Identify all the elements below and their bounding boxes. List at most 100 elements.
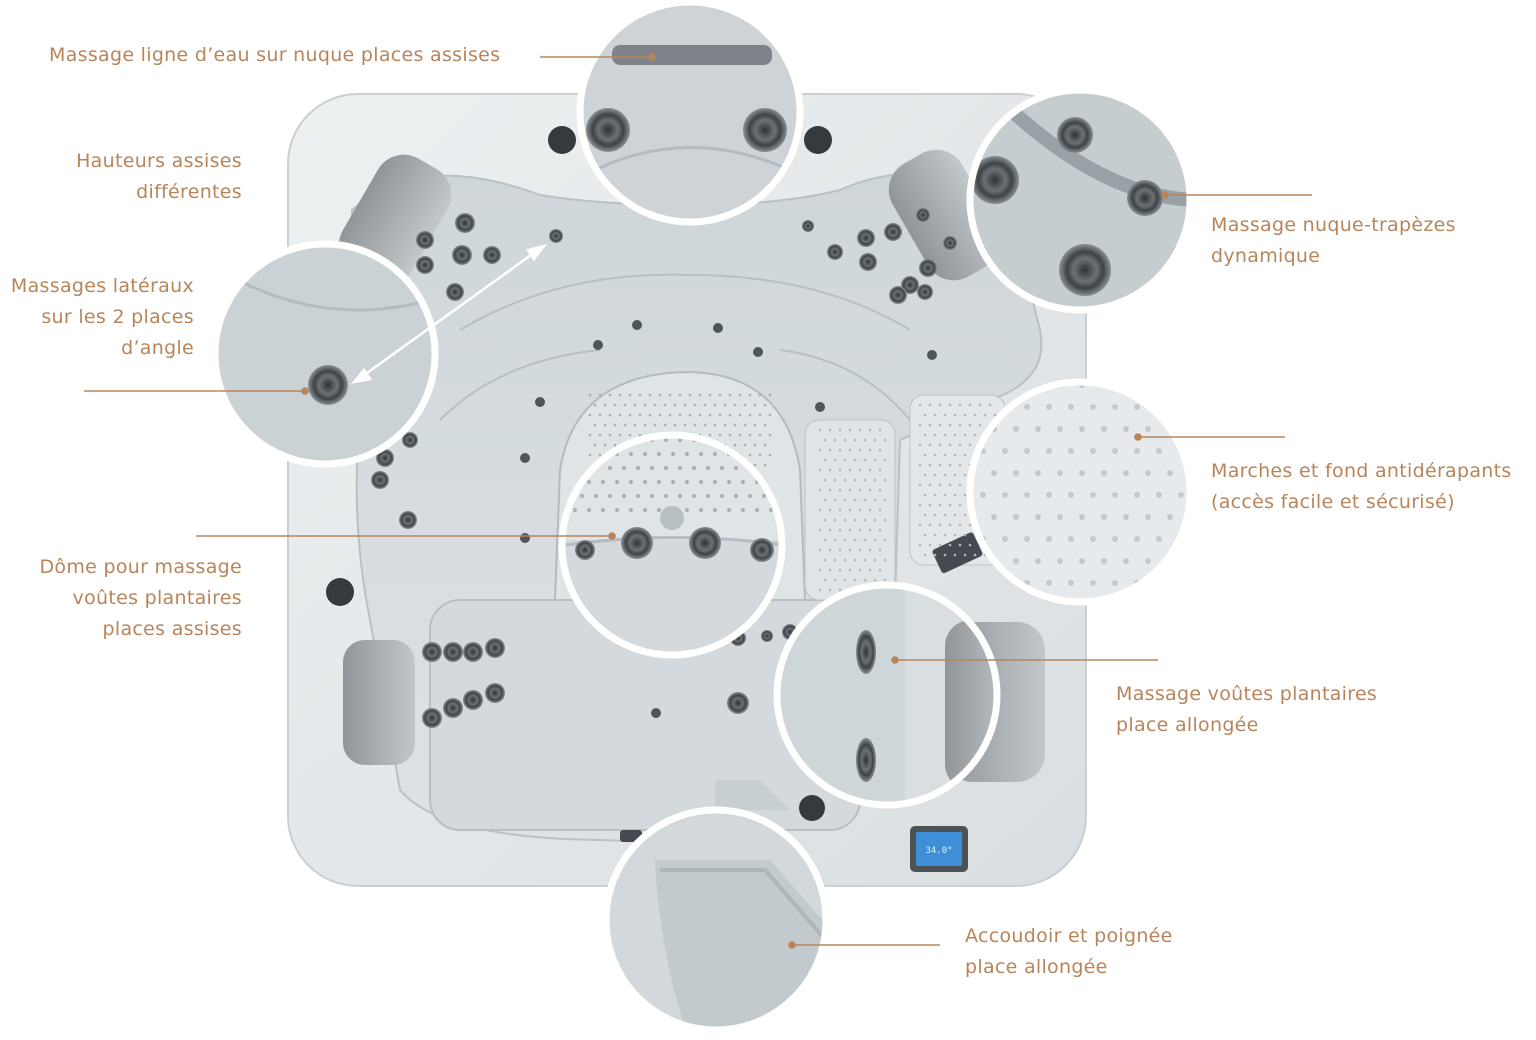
anti-slip-dot — [1189, 558, 1190, 564]
anti-slip-dot — [868, 508, 872, 512]
anti-slip-dot — [843, 538, 847, 542]
anti-slip-dot — [928, 483, 932, 487]
anti-slip-dot — [678, 494, 682, 498]
anti-slip-dot — [753, 423, 757, 427]
anti-slip-dot — [588, 453, 592, 457]
anti-slip-dot — [863, 518, 867, 522]
anti-slip-dot — [963, 533, 967, 537]
jet — [919, 259, 937, 277]
anti-slip-dot — [638, 393, 642, 397]
anti-slip-dot — [873, 438, 877, 442]
anti-slip-dot — [973, 413, 977, 417]
anti-slip-dot — [683, 403, 687, 407]
anti-slip-dot — [685, 480, 689, 484]
anti-slip-dot — [1156, 448, 1162, 454]
anti-slip-dot — [1090, 404, 1096, 410]
callout-line: d’angle — [121, 337, 194, 359]
anti-slip-dot — [769, 508, 773, 512]
anti-slip-dot — [588, 393, 592, 397]
anti-slip-dot — [643, 452, 647, 456]
detail-circle-foot-dome — [558, 431, 786, 659]
anti-slip-dot — [858, 488, 862, 492]
anti-slip-dot — [713, 423, 717, 427]
anti-slip-dot — [594, 494, 598, 498]
anti-slip-dot — [818, 588, 822, 592]
air-jet — [535, 397, 545, 407]
anti-slip-dot — [818, 568, 822, 572]
anti-slip-dot — [818, 488, 822, 492]
anti-slip-dot — [758, 413, 762, 417]
anti-slip-dot — [734, 494, 738, 498]
anti-slip-dot — [1145, 470, 1151, 476]
anti-slip-dot — [741, 508, 745, 512]
anti-slip-dot — [991, 514, 997, 520]
anti-slip-dot — [741, 480, 745, 484]
anti-slip-dot — [973, 553, 977, 557]
jet — [485, 638, 505, 658]
anti-slip-dot — [755, 508, 759, 512]
anti-slip-dot — [953, 493, 957, 497]
anti-slip-dot — [923, 493, 927, 497]
anti-slip-dot — [1046, 536, 1052, 542]
anti-slip-dot — [636, 466, 640, 470]
anti-slip-dot — [878, 428, 882, 432]
anti-slip-dot — [1112, 448, 1118, 454]
anti-slip-dot — [1145, 514, 1151, 520]
anti-slip-dot — [878, 568, 882, 572]
anti-slip-dot — [653, 403, 657, 407]
anti-slip-dot — [733, 423, 737, 427]
anti-slip-dot — [938, 443, 942, 447]
anti-slip-dot — [1101, 426, 1107, 432]
callout-line: Massages latéraux — [10, 275, 194, 297]
anti-slip-dot — [623, 403, 627, 407]
anti-slip-dot — [923, 453, 927, 457]
jet — [943, 236, 957, 250]
anti-slip-dot — [748, 393, 752, 397]
anti-slip-dot — [963, 413, 967, 417]
callout-line: place allongée — [1116, 714, 1259, 736]
anti-slip-dot — [763, 463, 767, 467]
anti-slip-dot — [953, 533, 957, 537]
anti-slip-dot — [948, 463, 952, 467]
anti-slip-dot — [688, 393, 692, 397]
anti-slip-dot — [1123, 558, 1129, 564]
anti-slip-dot — [1123, 382, 1129, 388]
anti-slip-dot — [853, 498, 857, 502]
anti-slip-dot — [883, 438, 887, 442]
anti-slip-dot — [713, 403, 717, 407]
anti-slip-dot — [838, 428, 842, 432]
air-jet — [520, 533, 530, 543]
anti-slip-dot — [1134, 492, 1140, 498]
anti-slip-dot — [643, 423, 647, 427]
anti-slip-dot — [636, 494, 640, 498]
anti-slip-dot — [748, 433, 752, 437]
anti-slip-dot — [988, 403, 992, 407]
anti-slip-dot — [918, 543, 922, 547]
anti-slip-dot — [768, 393, 772, 397]
callout-line: (accès facile et sécurisé) — [1211, 491, 1455, 513]
anti-slip-dot — [843, 498, 847, 502]
jet — [422, 642, 442, 662]
anti-slip-dot — [1112, 492, 1118, 498]
anti-slip-dot — [657, 508, 661, 512]
anti-slip-dot — [601, 508, 605, 512]
air-jet — [651, 708, 661, 718]
anti-slip-dot — [838, 588, 842, 592]
anti-slip-dot — [1123, 514, 1129, 520]
anti-slip-dot — [1079, 426, 1085, 432]
anti-slip-dot — [1145, 558, 1151, 564]
anti-slip-dot — [928, 443, 932, 447]
anti-slip-dot — [928, 543, 932, 547]
anti-slip-dot — [653, 423, 657, 427]
anti-slip-dot — [713, 508, 717, 512]
anti-slip-dot — [1024, 448, 1030, 454]
anti-slip-dot — [853, 538, 857, 542]
anti-slip-dot — [593, 443, 597, 447]
jet — [402, 432, 418, 448]
jet — [452, 245, 472, 265]
anti-slip-dot — [733, 443, 737, 447]
air-jet — [593, 340, 603, 350]
anti-slip-dot — [848, 528, 852, 532]
anti-slip-dot — [1046, 492, 1052, 498]
anti-slip-dot — [671, 452, 675, 456]
